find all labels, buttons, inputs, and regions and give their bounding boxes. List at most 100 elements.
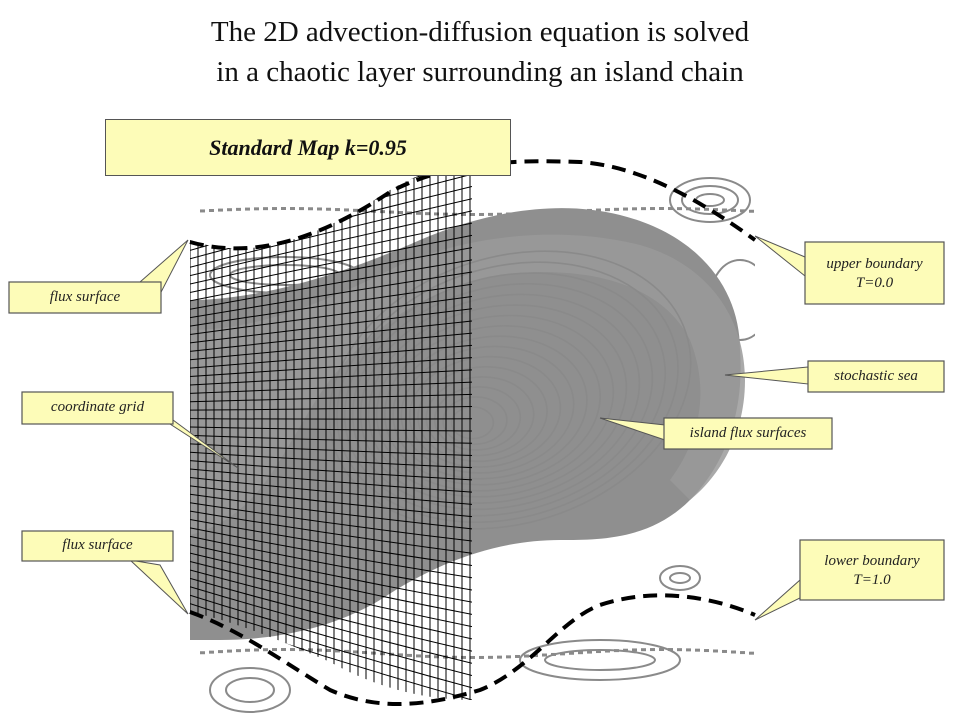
callout-flux-surface-bottom-label: flux surface (62, 537, 133, 553)
orbit-dot (290, 648, 295, 652)
grid-line-horizontal (190, 308, 472, 344)
callout-stochastic-sea: stochastic sea (808, 368, 944, 385)
orbit-dot (488, 655, 493, 659)
callout-flux-surface-top-label: flux surface (49, 289, 121, 305)
slide-title: The 2D advection-diffusion equation is s… (0, 12, 960, 92)
title-line-1: The 2D advection-diffusion equation is s… (210, 16, 750, 48)
orbit-dot (461, 655, 466, 659)
orbit-dot (236, 207, 241, 211)
orbit-dot (632, 648, 637, 652)
orbit-dot (389, 210, 394, 214)
orbit-dot (641, 648, 646, 652)
grid-line-horizontal (190, 222, 472, 285)
orbit-dot (695, 207, 700, 211)
orbit-dot (470, 212, 475, 216)
bottom-dot-row (200, 648, 754, 659)
orbit-dot (398, 653, 403, 657)
grid-line-horizontal (190, 259, 472, 310)
orbit-dot (479, 212, 484, 216)
orbit-dot (362, 209, 367, 213)
orbit-dot (722, 649, 727, 653)
grid-line-horizontal (190, 451, 472, 469)
grid-line-horizontal (190, 381, 472, 394)
callout-lower-boundary-line1: lower boundary (824, 553, 920, 569)
island-ring (450, 406, 495, 440)
orbit-dot (344, 649, 349, 653)
orbit-dot (479, 655, 484, 659)
island-ring (425, 376, 535, 457)
grid-line-horizontal (190, 527, 472, 579)
orbit-dot (587, 650, 592, 654)
map-label-text: Standard Map k=0.95 (209, 134, 407, 160)
callout-upper-boundary-line1: upper boundary (826, 256, 923, 272)
orbit-dot (353, 650, 358, 654)
island-ring (384, 325, 601, 486)
orbit-dot (254, 648, 259, 652)
orbit-dot (623, 648, 628, 652)
grid-line-horizontal (190, 468, 472, 493)
lower-boundary-curve (189, 593, 756, 706)
grid-line-horizontal (190, 271, 472, 319)
top-dot-row (200, 207, 754, 216)
grid-line-horizontal (190, 406, 472, 411)
orbit-dot (425, 212, 430, 216)
grid-line-horizontal (190, 393, 472, 403)
orbit-dot (362, 651, 367, 655)
orbit-dot (524, 654, 529, 658)
orbit-dot (425, 654, 430, 658)
orbit-dot (749, 209, 754, 213)
grid-line-horizontal (190, 476, 472, 505)
orbit-dot (209, 208, 214, 212)
grid-line-horizontal (190, 357, 472, 378)
orbit-dot (551, 652, 556, 656)
orbit-dot (416, 654, 421, 658)
orbit-dot (704, 207, 709, 211)
grid-line-horizontal (190, 544, 472, 603)
orbit-dot (344, 208, 349, 212)
grid-line-horizontal (190, 569, 472, 640)
orbit-dot (497, 655, 502, 659)
orbit-dot (632, 207, 637, 211)
orbit-dot (668, 648, 673, 652)
callout-lower-boundary-line2: T=1.0 (853, 572, 891, 588)
callout-island-flux-surfaces: island flux surfaces (664, 425, 832, 442)
orbit-dot (713, 208, 718, 212)
orbit-dot (569, 651, 574, 655)
orbit-dot (659, 207, 664, 211)
island-ring (442, 396, 508, 446)
orbit-dot (218, 208, 223, 212)
orbit-dot (200, 651, 205, 655)
orbit-dot (614, 207, 619, 211)
orbit-dot (542, 653, 547, 657)
island-ring (417, 365, 548, 463)
orbit-dot (209, 650, 214, 654)
orbit-dot (704, 649, 709, 653)
orbit-dot (434, 212, 439, 216)
grid-line-horizontal (190, 535, 472, 591)
orbit-dot (740, 651, 745, 655)
grid-line-horizontal (190, 603, 472, 689)
grid-line-horizontal (190, 443, 472, 456)
orbit-dot (659, 648, 664, 652)
orbit-dot (668, 207, 673, 211)
orbit-dot (695, 648, 700, 652)
orbit-dot (731, 650, 736, 654)
callout-flux-surface-top: flux surface (9, 289, 161, 306)
orbit-dot (623, 207, 628, 211)
orbit-dot (281, 648, 286, 652)
orbit-dot (677, 207, 682, 211)
orbit-dot (317, 207, 322, 211)
callout-stochastic-sea-label: stochastic sea (834, 368, 918, 384)
grid-line-horizontal (190, 320, 472, 352)
orbit-dot (263, 648, 268, 652)
island-ring (375, 314, 615, 492)
orbit-dot (434, 655, 439, 659)
island-ring (400, 345, 575, 474)
orbit-dot (281, 207, 286, 211)
grid-line-horizontal (190, 283, 472, 327)
orbit-dot (227, 208, 232, 212)
orbit-dot (353, 208, 358, 212)
grid-line-horizontal (190, 247, 472, 302)
callout-coordinate-grid: coordinate grid (22, 399, 173, 416)
orbit-dot (470, 655, 475, 659)
